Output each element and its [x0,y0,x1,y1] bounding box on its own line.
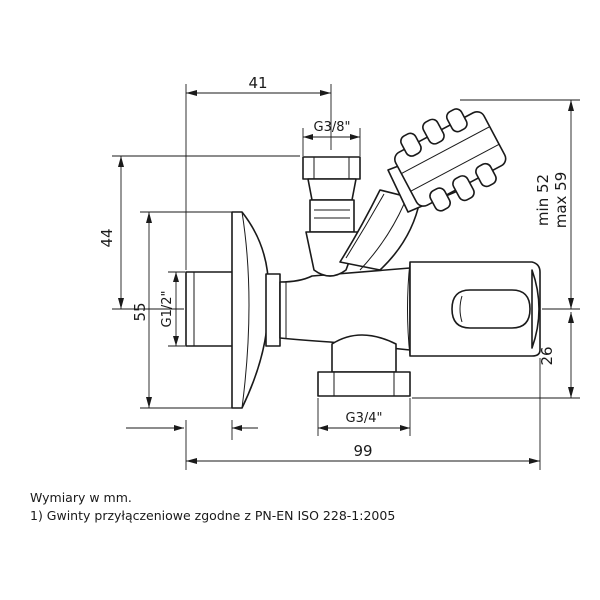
dimension-44-label: 44 [98,228,116,247]
top-outlet [302,156,361,277]
dimension-41: 41 [185,74,332,270]
dimension-55: 55 [131,211,232,409]
dimension-99: 99 [186,358,541,470]
dimension-44: 44 [98,155,300,310]
top-outlet-nut [302,156,361,180]
handle-grip [451,289,531,329]
dimension-41-label: 41 [248,74,267,92]
bottom-outlet [317,334,411,397]
valve-technical-drawing: 41 G3/8" 44 55 G1/2" [98,74,580,470]
note-units: Wymiary w mm. [30,490,132,505]
notes: Wymiary w mm. 1) Gwinty przyłączeniowe z… [30,489,395,525]
inlet-thread [185,271,235,347]
dimension-max59-label: max 59 [552,172,570,229]
dimension-g38: G3/8" [302,120,361,156]
wall-rosette [231,211,270,409]
dimension-26-label: 26 [538,346,556,365]
dimension-26: 26 [412,312,580,399]
bottom-outlet-nut [317,371,411,397]
thread-g34-label: G3/4" [346,411,383,426]
dimension-52-59: min 52 max 59 [460,99,580,310]
dimension-99-label: 99 [353,442,372,460]
thread-g38-label: G3/8" [314,120,351,135]
filter-cap [394,108,507,212]
dimension-inlet-ticks [126,420,258,470]
valve-body [185,211,541,409]
note-threads: 1) Gwinty przyłączeniowe zgodne z PN-EN … [30,508,396,523]
dimension-min52-label: min 52 [534,174,552,226]
thread-g12-label: G1/2" [160,291,175,328]
dimension-55-label: 55 [131,302,149,321]
dimension-g12: G1/2" [160,271,185,347]
dimension-g34: G3/4" [317,398,411,436]
